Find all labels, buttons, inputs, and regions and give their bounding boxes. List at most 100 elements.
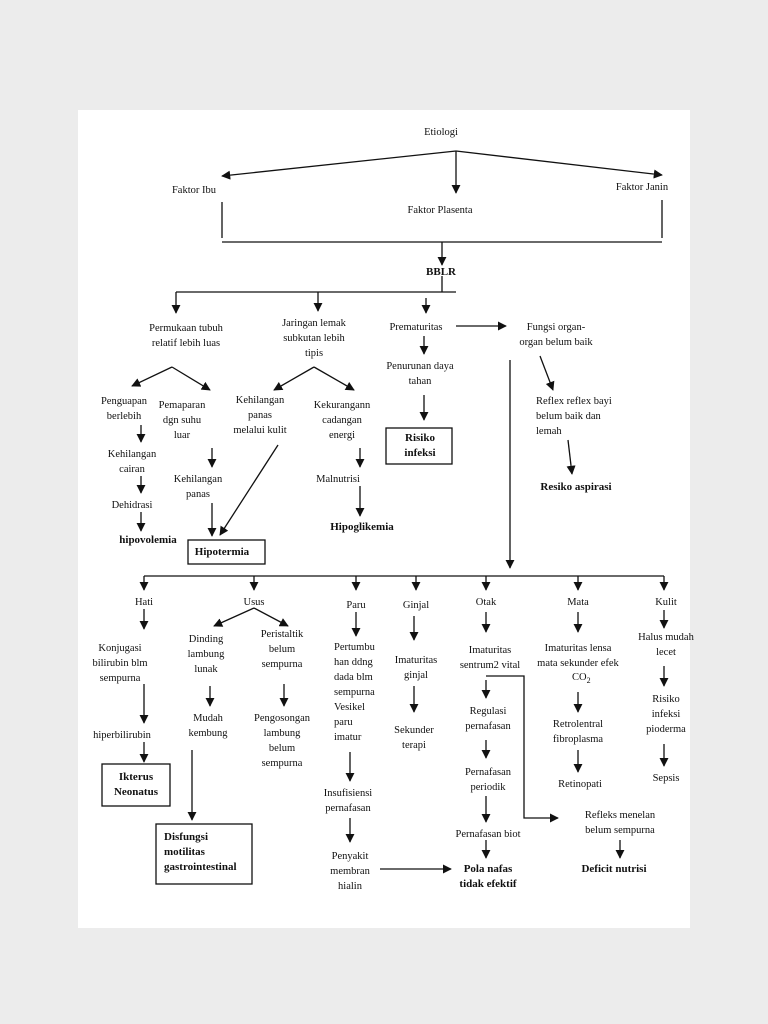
node-resiko-aspirasi: Resiko aspirasi (540, 481, 611, 493)
node-line: panas (248, 410, 272, 421)
node-sepsis: Sepsis (653, 773, 680, 784)
edge-jaringan-kekurangan (313, 366, 355, 391)
node-line: Pola nafas (464, 863, 513, 875)
node-line: Kehilangan (236, 395, 285, 406)
node-line: Kehilangan (174, 474, 223, 485)
node-kehilangan-panas-kulit: Kehilangan panas melalui kulit (233, 395, 286, 436)
node-penurunan-daya: Penurunan daya tahan (386, 361, 454, 387)
node-line: subkutan lebih (283, 333, 345, 344)
node-ginjal: Ginjal (403, 600, 429, 611)
node-line: Penurunan daya (386, 361, 454, 372)
node-line: Imaturitas lensa (545, 643, 612, 654)
node-retinopati: Retinopati (558, 779, 602, 790)
node-line: Jaringan lemak (282, 318, 347, 329)
node-pola-nafas: Pola nafas tidak efektif (459, 863, 516, 890)
node-line: luar (174, 430, 191, 441)
node-hipovolemia: hipovolemia (119, 534, 177, 546)
node-line: berlebih (107, 411, 142, 422)
node-line: tipis (305, 348, 323, 359)
node-line: infeksi (652, 709, 681, 720)
node-line: han ddng (334, 657, 374, 668)
node-line: Dinding (189, 634, 224, 645)
node-line: lambung (264, 728, 301, 739)
node-line: ginjal (404, 670, 428, 681)
node-line: Pernafasan (465, 767, 512, 778)
node-line: tidak efektif (459, 878, 516, 890)
node-line: periodik (471, 782, 507, 793)
node-line: gastrointestinal (164, 861, 237, 873)
node-refleks-menelan: Refleks menelan belum sempurna (585, 810, 656, 836)
node-otak: Otak (476, 597, 497, 608)
node-line: melalui kulit (233, 425, 286, 436)
node-line: terapi (402, 740, 426, 751)
node-line: Ikterus (119, 771, 154, 783)
node-faktor-ibu: Faktor Ibu (172, 185, 217, 196)
node-line: Imaturitas (469, 645, 512, 656)
edge-etiologi-janin (455, 150, 663, 179)
node-line: energi (329, 430, 355, 441)
box-disfungsi (155, 823, 253, 885)
node-line: Kehilangan (108, 449, 157, 460)
node-hipoglikemia: Hipoglikemia (330, 521, 394, 533)
box-ikterus (101, 763, 171, 807)
edge-permukaan-pemaparan (171, 366, 211, 391)
node-line: fibroplasma (553, 734, 603, 745)
node-deficit-nutrisi: Deficit nutrisi (581, 863, 646, 875)
node-line: mata sekunder efek (537, 658, 619, 669)
node-line: dgn suhu (163, 415, 202, 426)
node-imaturitas-lensa: Imaturitas lensa mata sekunder efek (537, 643, 619, 669)
edge-etiologi-ibu (221, 150, 457, 180)
edge-usus-peristaltik (253, 607, 289, 627)
node-line: lemah (536, 426, 562, 437)
node-line: Reflex reflex bayi (536, 396, 612, 407)
node-line: belum sempurna (585, 825, 655, 836)
node-line: Retrolentral (553, 719, 603, 730)
node-hiperbilirubin: hiperbilirubin (93, 730, 151, 741)
node-line: sentrum2 vital (460, 660, 520, 671)
node-line: Imaturitas (395, 655, 438, 666)
node-line: tahan (409, 376, 432, 387)
boxes (101, 427, 453, 885)
node-line: Vesikel (334, 702, 365, 713)
node-hati: Hati (135, 597, 153, 608)
node-line: sempurna (334, 687, 375, 698)
node-line: panas (186, 489, 210, 500)
node-faktor-janin: Faktor Janin (616, 182, 669, 193)
node-line: sempurna (100, 673, 141, 684)
node-imaturitas-sentrum: Imaturitas sentrum2 vital (460, 645, 520, 671)
node-line: pernafasan (465, 721, 511, 732)
edge-permukaan-penguapan (131, 366, 173, 387)
node-line: organ belum baik (519, 337, 593, 348)
edge-sentrum-refleks (486, 675, 559, 823)
node-line: cadangan (322, 415, 362, 426)
box-hipotermia (187, 539, 266, 565)
node-line: belum (269, 743, 295, 754)
node-kulit: Kulit (655, 597, 677, 608)
node-line: lambung (188, 649, 225, 660)
node-line: Refleks menelan (585, 810, 656, 821)
node-line: Penyakit (332, 851, 369, 862)
node-co2: CO2 (572, 672, 591, 685)
node-line: relatif lebih luas (152, 338, 220, 349)
box-risiko-infeksi (385, 427, 453, 465)
edge-fungsi-reflex (539, 355, 555, 391)
node-line: pioderma (646, 724, 686, 735)
node-etiologi: Etiologi (424, 127, 458, 138)
node-imaturitas-ginjal: Imaturitas ginjal (395, 655, 438, 681)
node-line: Konjugasi (98, 643, 141, 654)
edge-usus-dinding (213, 607, 255, 627)
node-line: Risiko (405, 432, 435, 444)
node-line: Halus mudah (638, 632, 694, 643)
node-line: belum (269, 644, 295, 655)
node-line: Pengosongan (254, 713, 311, 724)
